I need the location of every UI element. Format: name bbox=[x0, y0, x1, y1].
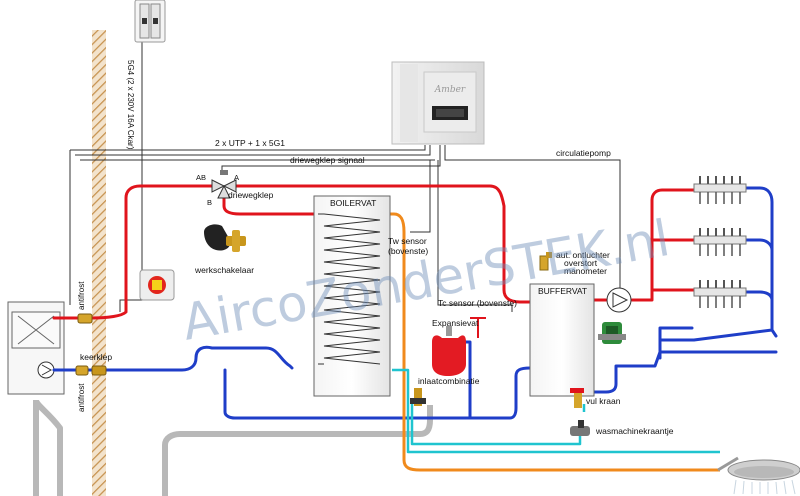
check-valve-label: keerklep bbox=[80, 352, 112, 362]
floor-heating-manifold-3 bbox=[693, 280, 747, 308]
supply-pipes bbox=[52, 184, 698, 320]
tw-sensor-label: Tw sensor bbox=[388, 236, 427, 246]
antifrost-valve-top bbox=[77, 313, 93, 324]
unit-brand-logo: Amber bbox=[434, 85, 466, 95]
expansion-vessel-label: Expansievat bbox=[432, 318, 479, 328]
floor-heating-manifold-1 bbox=[693, 176, 747, 204]
fill-tap-label: vul kraan bbox=[586, 396, 621, 406]
wall bbox=[92, 30, 106, 496]
buffer-tank bbox=[529, 283, 595, 397]
hot-water-pipe bbox=[390, 212, 720, 472]
fill-tap-image bbox=[570, 388, 584, 408]
inlet-combination-image bbox=[410, 388, 426, 406]
control-cables bbox=[69, 40, 621, 312]
auto-vent-label: aut. ontluchter bbox=[556, 250, 610, 260]
work-switch bbox=[139, 269, 175, 301]
antifrost-bottom-label: antifrost bbox=[77, 383, 86, 412]
drain-pipes bbox=[33, 399, 433, 496]
inlet-combination-label: inlaatcombinatie bbox=[418, 376, 480, 386]
antifrost-top-label: antifrost bbox=[77, 281, 86, 310]
buffer-label: BUFFERVAT bbox=[538, 286, 587, 296]
outdoor-heat-pump bbox=[7, 301, 65, 395]
circuit-breaker bbox=[134, 0, 166, 43]
cold-water-pipes bbox=[392, 368, 720, 454]
port-a-label: A bbox=[234, 173, 239, 182]
watermark-text: AircoZonderSTEK.nl bbox=[178, 209, 674, 352]
pump-image bbox=[598, 322, 626, 344]
antifrost-valve-bottom bbox=[75, 365, 89, 376]
breaker-cable-label: 5G4 (2 x 230V 16A Ckar) bbox=[126, 60, 135, 150]
boiler-tank bbox=[313, 195, 391, 397]
indoor-unit: Amber bbox=[391, 61, 485, 145]
washing-machine-tap-image bbox=[570, 420, 590, 436]
circulation-pump-label: circulatiepomp bbox=[556, 148, 611, 158]
check-valve bbox=[91, 365, 107, 376]
three-way-valve-label: driewegklep bbox=[228, 190, 274, 200]
utp-cable-label: 2 x UTP + 1 x 5G1 bbox=[215, 138, 285, 148]
three-way-signal-label: driewegklep signaal bbox=[290, 155, 365, 165]
auto-vent-image bbox=[539, 252, 552, 271]
pressure-gauge-label: manometer bbox=[564, 266, 607, 276]
boiler-label: BOILERVAT bbox=[330, 198, 376, 208]
tw-sensor-sub-label: (bovenste) bbox=[388, 246, 428, 256]
valve-actuator-image bbox=[204, 224, 246, 252]
return-pipes bbox=[52, 186, 778, 420]
port-b-label: B bbox=[207, 198, 212, 207]
expansion-vessel bbox=[432, 317, 486, 376]
floor-heating-manifold-2 bbox=[693, 228, 747, 256]
shower-head-image bbox=[717, 456, 800, 495]
circulation-pump-icon bbox=[606, 287, 632, 313]
three-way-valve bbox=[211, 170, 237, 199]
tc-sensor-label: Tc sensor (bovenste) bbox=[438, 298, 517, 308]
port-ab-label: AB bbox=[196, 173, 206, 182]
work-switch-label: werkschakelaar bbox=[194, 265, 254, 275]
overflow-label: overstort bbox=[564, 258, 598, 268]
washing-machine-tap-label: wasmachinekraantje bbox=[595, 426, 674, 436]
